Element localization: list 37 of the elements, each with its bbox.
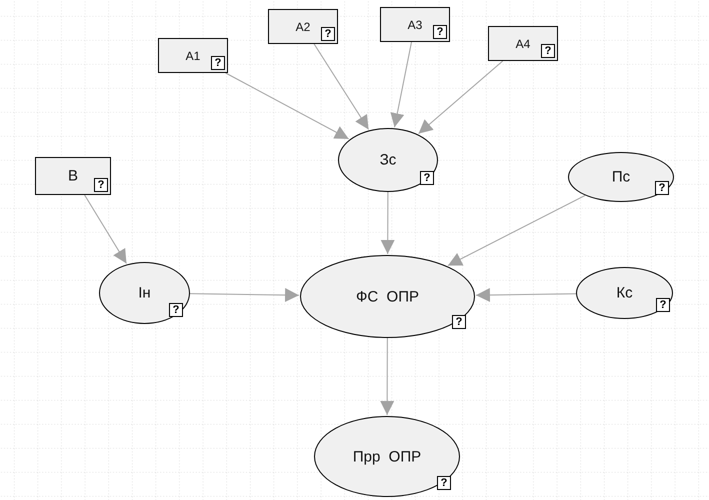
node-label: A2 (294, 20, 312, 32)
arrow (314, 44, 370, 130)
node-label: B (66, 168, 79, 184)
node-box (35, 157, 111, 195)
arrow (190, 288, 300, 302)
node-label: A4 (514, 38, 532, 50)
node-label: Пс (610, 170, 632, 184)
node-label: Кс (615, 286, 634, 300)
arrow (84, 194, 127, 264)
node-label: Прр ОПР (352, 449, 422, 464)
question-mark: ? (94, 178, 108, 192)
arrow (418, 60, 504, 134)
question-mark: ? (655, 181, 669, 195)
question-mark: ? (452, 315, 466, 329)
node-label: A1 (184, 50, 202, 62)
node-label: Ін (137, 286, 152, 300)
question-mark: ? (420, 171, 434, 185)
node-label: A3 (406, 18, 424, 30)
question-mark: ? (321, 27, 335, 41)
node-box (158, 38, 228, 73)
node-box (268, 9, 338, 44)
question-mark: ? (656, 298, 670, 312)
node-label: ФС ОПР (354, 289, 420, 304)
arrow (225, 72, 350, 140)
arrow (380, 192, 395, 254)
question-mark: ? (433, 25, 447, 39)
question-mark: ? (211, 56, 225, 70)
arrow (390, 42, 412, 128)
question-mark: ? (169, 303, 183, 317)
question-mark: ? (437, 476, 451, 490)
arrow (380, 338, 394, 416)
arrow (447, 194, 586, 266)
node-box (488, 26, 558, 61)
node-label: Зс (378, 152, 398, 168)
question-mark: ? (541, 44, 555, 58)
node-box (380, 7, 450, 42)
arrow (475, 288, 577, 302)
